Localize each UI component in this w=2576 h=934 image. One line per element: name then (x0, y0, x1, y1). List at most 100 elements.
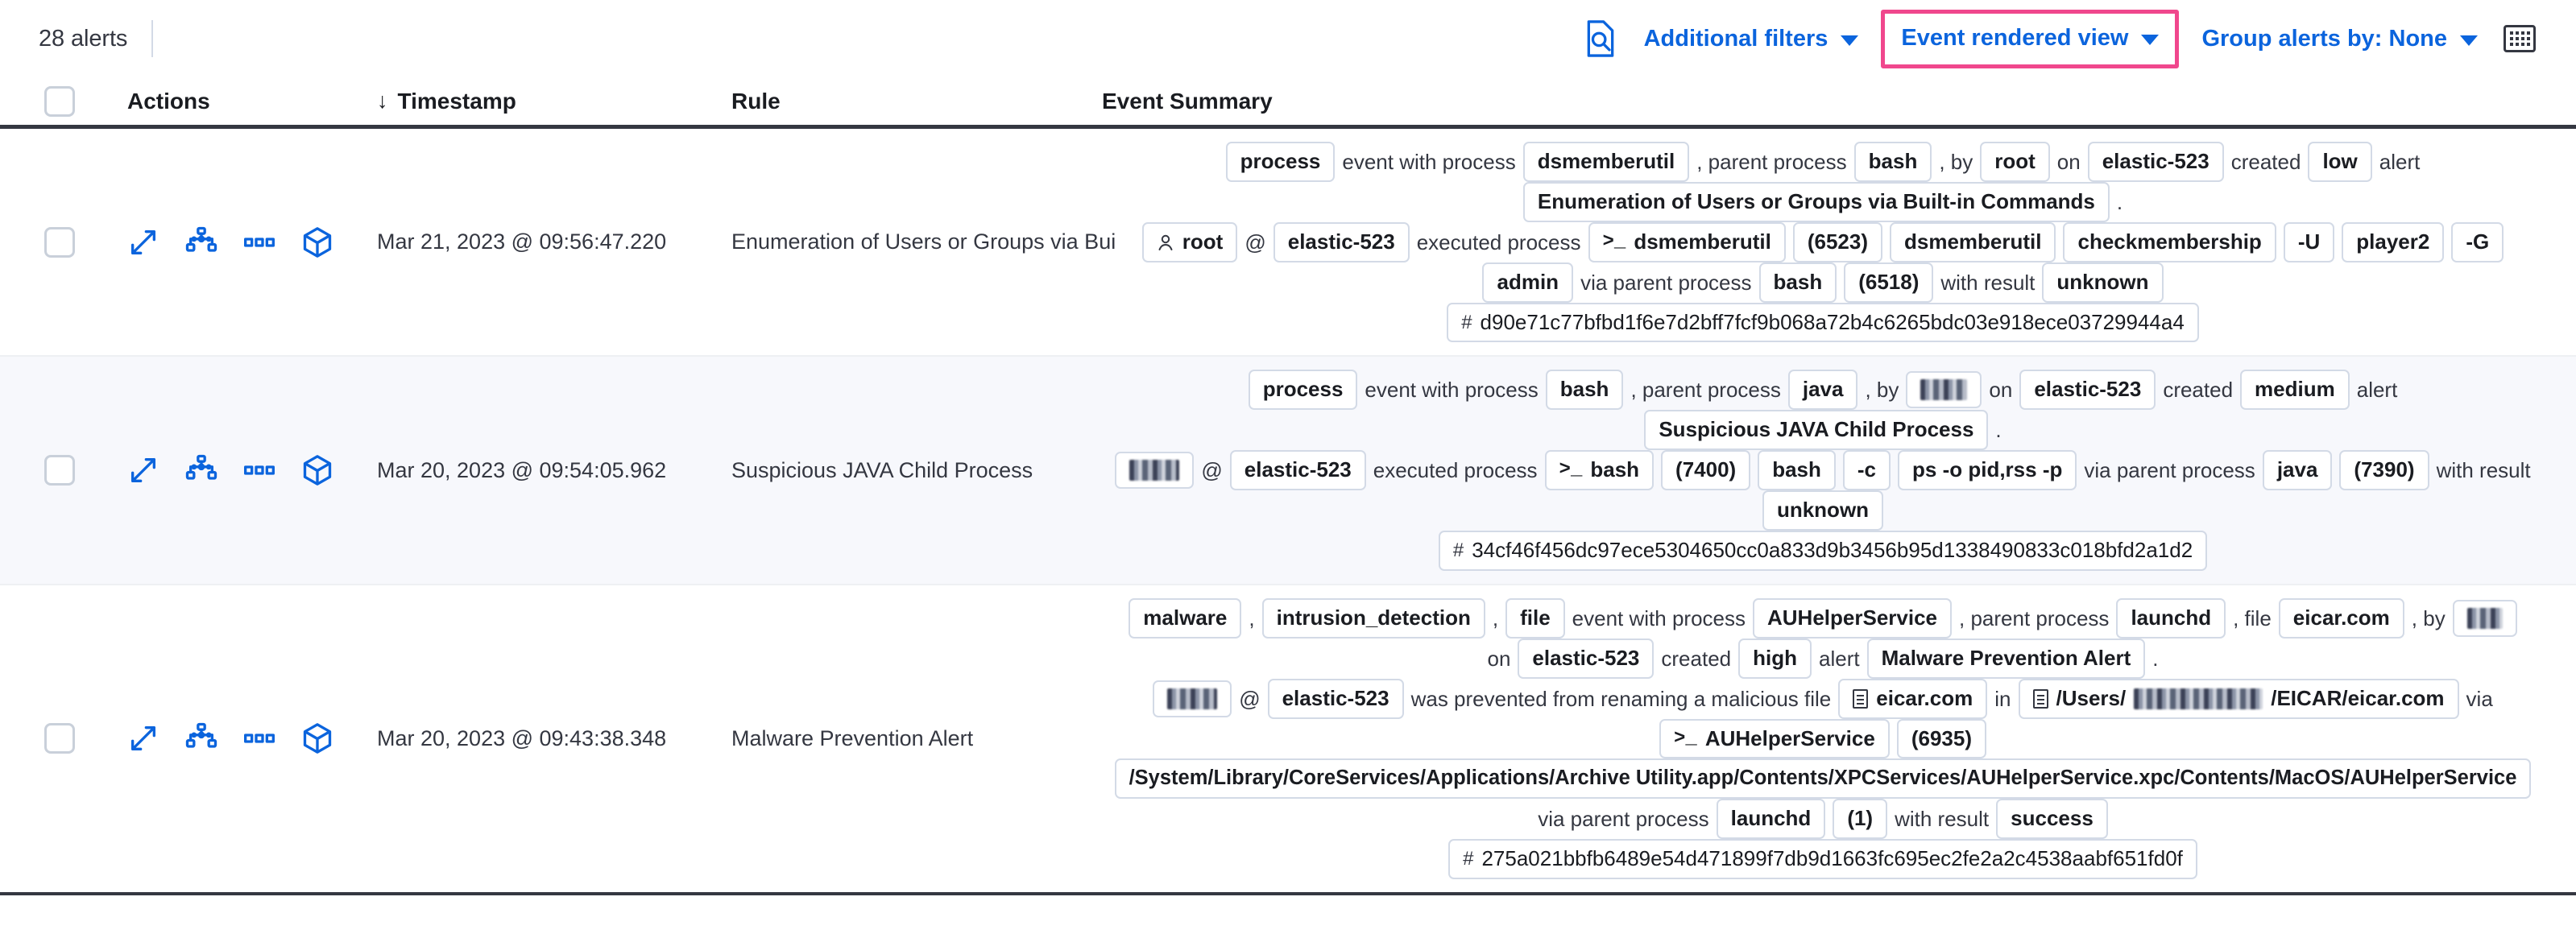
analyze-event-icon[interactable] (185, 722, 217, 754)
expand-icon[interactable] (127, 226, 159, 258)
summary-pill[interactable]: Suspicious JAVA Child Process (1644, 410, 1989, 451)
row-select-checkbox[interactable] (44, 723, 75, 754)
redacted-value (1129, 460, 1180, 481)
summary-pill[interactable]: #275a021bbfb6489e54d471899f7db9d1663fc69… (1448, 838, 2197, 879)
summary-pill[interactable]: /System/Library/CoreServices/Application… (1114, 758, 2532, 799)
expand-icon[interactable] (127, 722, 159, 754)
column-header-event-summary[interactable]: Event Summary (1102, 89, 2576, 114)
select-all-cell (44, 85, 83, 117)
summary-pill[interactable] (1153, 680, 1232, 717)
more-actions-icon[interactable] (243, 454, 275, 486)
row-rule-name[interactable]: Malware Prevention Alert (731, 725, 974, 750)
summary-pill[interactable]: (7400) (1661, 450, 1751, 491)
summary-pill[interactable]: /Users//EICAR/eicar.com (2018, 678, 2459, 719)
summary-pill[interactable]: dsmemberutil (1522, 142, 1690, 182)
summary-pill[interactable]: unknown (2042, 262, 2164, 303)
session-view-icon[interactable] (301, 226, 333, 258)
group-alerts-by-button[interactable]: Group alerts by: None (2187, 18, 2492, 60)
summary-pill[interactable] (2452, 599, 2517, 637)
summary-pill[interactable]: root (1141, 221, 1238, 262)
summary-pill[interactable]: unknown (1762, 490, 1884, 531)
summary-pill[interactable]: high (1738, 638, 1812, 679)
summary-pill[interactable]: process (1225, 142, 1336, 182)
summary-pill[interactable]: Malware Prevention Alert (1866, 638, 2146, 679)
summary-pill[interactable]: low (2308, 142, 2372, 182)
summary-pill[interactable]: process (1248, 370, 1358, 411)
document-search-icon[interactable] (1572, 14, 1630, 63)
summary-pill[interactable]: bash (1545, 370, 1624, 411)
more-actions-icon[interactable] (243, 226, 275, 258)
summary-pill[interactable]: ps -o pid,rss -p (1898, 450, 2077, 491)
summary-pill[interactable]: elastic-523 (1273, 221, 1410, 262)
summary-pill-label: Suspicious JAVA Child Process (1659, 417, 1974, 442)
summary-text: , by (2411, 605, 2446, 630)
event-rendered-view-button[interactable]: Event rendered view (1898, 25, 2162, 52)
summary-pill[interactable]: >_AUHelperService (1659, 718, 1890, 759)
summary-pill[interactable]: (1) (1833, 798, 1888, 839)
summary-pill[interactable]: >_dsmemberutil (1588, 221, 1786, 262)
summary-pill-label: low (2322, 149, 2358, 173)
analyze-event-icon[interactable] (185, 454, 217, 486)
summary-pill[interactable]: (6523) (1792, 221, 1882, 262)
summary-pill[interactable]: (7390) (2339, 450, 2429, 491)
select-all-checkbox[interactable] (44, 85, 75, 117)
summary-pill[interactable]: admin (1482, 262, 1574, 303)
summary-pill[interactable]: java (1787, 370, 1858, 411)
summary-pill[interactable]: elastic-523 (1518, 638, 1655, 679)
summary-pill[interactable]: elastic-523 (2087, 142, 2224, 182)
summary-pill[interactable]: (6518) (1844, 262, 1934, 303)
summary-pill[interactable]: >_bash (1544, 450, 1655, 491)
more-actions-icon[interactable] (243, 722, 275, 754)
row-select-checkbox[interactable] (44, 455, 75, 486)
additional-filters-button[interactable]: Additional filters (1630, 18, 1874, 60)
summary-pill[interactable]: intrusion_detection (1261, 597, 1485, 639)
row-select-checkbox[interactable] (44, 226, 75, 258)
summary-pill[interactable]: player2 (2342, 221, 2445, 262)
summary-pill[interactable] (1906, 371, 1982, 409)
summary-pill[interactable]: #d90e71c77bfbd1f6e7d2bff7fcf9b068a72b4c6… (1447, 302, 2199, 343)
summary-pill[interactable]: root (1980, 142, 2050, 182)
summary-pill[interactable]: success (1996, 798, 2108, 839)
summary-pill[interactable]: malware (1129, 597, 1242, 639)
summary-pill[interactable]: elastic-523 (2019, 370, 2156, 411)
redacted-value (2466, 607, 2503, 629)
summary-pill[interactable]: bash (1758, 450, 1836, 491)
keyboard-icon[interactable] (2492, 20, 2547, 57)
summary-pill[interactable]: AUHelperService (1753, 597, 1952, 639)
session-view-icon[interactable] (301, 722, 333, 754)
expand-icon[interactable] (127, 454, 159, 486)
summary-pill[interactable]: -c (1842, 450, 1891, 491)
column-header-rule[interactable]: Rule (731, 89, 1102, 114)
session-view-icon[interactable] (301, 454, 333, 486)
summary-pill[interactable]: dsmemberutil (1889, 221, 2056, 262)
summary-pill[interactable]: -U (2283, 221, 2335, 262)
summary-pill[interactable] (1115, 452, 1195, 490)
summary-pill[interactable]: medium (2240, 370, 2350, 411)
analyze-event-icon[interactable] (185, 226, 217, 258)
summary-pill[interactable]: elastic-523 (1267, 678, 1404, 719)
summary-pill[interactable]: eicar.com (2278, 597, 2404, 639)
row-rule-name[interactable]: Suspicious JAVA Child Process (731, 457, 1033, 482)
summary-pill[interactable]: launchd (1716, 798, 1826, 839)
summary-text: on (1487, 646, 1511, 671)
row-rule-name[interactable]: Enumeration of Users or Groups via Bui (731, 229, 1116, 254)
summary-pill[interactable]: bash (1758, 262, 1837, 303)
summary-pill[interactable]: Enumeration of Users or Groups via Built… (1522, 181, 2110, 222)
summary-pill[interactable]: checkmembership (2063, 221, 2276, 262)
summary-pill[interactable]: (6935) (1896, 718, 1986, 759)
summary-pill[interactable]: bash (1853, 142, 1932, 182)
summary-pill[interactable]: file (1505, 597, 1565, 639)
summary-pill[interactable]: java (2262, 450, 2333, 491)
summary-pill-label: Malware Prevention Alert (1881, 645, 2131, 670)
summary-pill[interactable]: -G (2451, 221, 2504, 262)
summary-pill[interactable]: eicar.com (1838, 678, 1988, 719)
summary-pill[interactable]: launchd (2116, 597, 2226, 639)
summary-pill[interactable]: #34cf46f456dc97ece5304650cc0a833d9b3456b… (1438, 531, 2208, 571)
column-header-timestamp[interactable]: ↓ Timestamp (377, 89, 731, 114)
summary-pill[interactable]: elastic-523 (1229, 450, 1366, 491)
